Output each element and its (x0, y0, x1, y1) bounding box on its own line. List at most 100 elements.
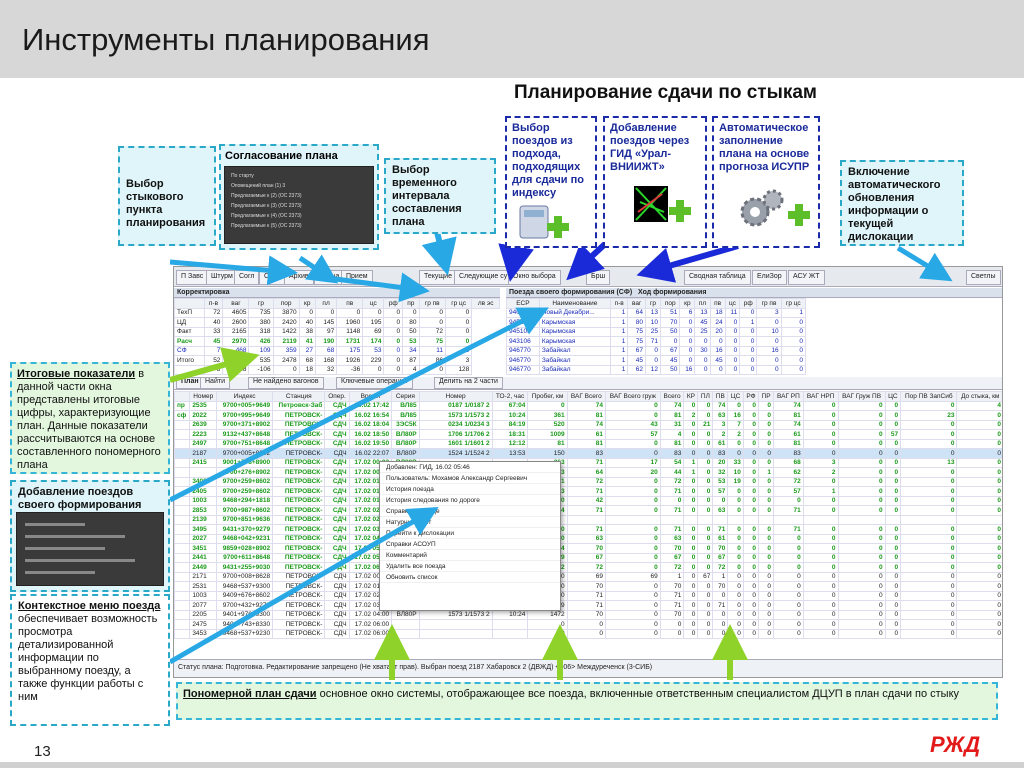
app-window: П Завс Штурм Согл Сдача Архив Сдача Прие… (173, 266, 1003, 678)
bottom-bar (0, 762, 1024, 768)
arrow-gid (566, 241, 608, 281)
table-cell: 0 (837, 628, 886, 639)
toolbar-svetly[interactable]: Светлы (966, 270, 1001, 285)
gid-chart-icon (634, 186, 691, 222)
callout-dislocation: Включение автоматического обновления инф… (840, 160, 964, 246)
table-cell: 0 (709, 364, 726, 375)
approval-line: Предлагаемые к (5) (ОС 2373) (231, 223, 302, 229)
context-menu-item[interactable]: Комментарий (380, 550, 560, 561)
toolbar-elizor[interactable]: ЕлиЗор (752, 270, 787, 285)
context-menu-item: Добавлен: ГИД, 16.02 05:46 (380, 462, 560, 473)
approval-line: По старту (231, 173, 254, 179)
table-cell: 1 (609, 364, 629, 375)
approval-line: Оповещений план (1) 3 (231, 183, 286, 189)
arrow-interval (421, 231, 457, 276)
calculator-icon (519, 205, 569, 239)
gears-icon (740, 189, 810, 227)
callout-gid-text: Добавление поездов через ГИД «Урал-ВНИИЖ… (610, 122, 690, 173)
table-cell (174, 628, 191, 639)
slide-subtitle: Планирование сдачи по стыкам (514, 82, 817, 103)
approval-line: Предлагаемые к (2) (ОС 2373) (231, 193, 302, 199)
tab-not-found[interactable]: Не найдено вагонов (248, 377, 324, 389)
callout-approval: Согласование плана (225, 150, 338, 162)
table-cell: 0 (683, 628, 699, 639)
callout-interval: Выбор временного интервала составления п… (384, 158, 496, 234)
arrow-ctx (168, 507, 439, 665)
callout-ctx-body: обеспечивает возможность просмотра детал… (18, 613, 158, 703)
callout-auto: Автоматическое заполнение плана на основ… (712, 116, 820, 248)
tab-split[interactable]: Делить на 2 части (434, 377, 503, 389)
page-number: 13 (34, 743, 51, 760)
table-cell: 4 (402, 364, 420, 375)
status-bar: Статус плана: Подготовка. Редактирование… (174, 659, 1002, 677)
table-cell: 0 (362, 364, 385, 375)
callout-index-text: Выбор поездов из подхода, подходящих для… (512, 122, 584, 199)
approval-line: Предлагаемые к (4) (ОС 2373) (231, 213, 302, 219)
context-menu-item[interactable]: Справки АСОУП (380, 539, 560, 550)
arrow-interval-2 (327, 272, 430, 303)
context-menu-item: Пользователь: Мохамов Александр Сергееви… (380, 473, 560, 484)
context-menu-item[interactable]: Обновить список (380, 572, 560, 583)
arrow-auto (636, 243, 739, 283)
arrow-own (168, 307, 549, 503)
arrow-approval (298, 254, 339, 284)
callout-own: Добавление поездов своего формирования (10, 480, 170, 592)
callout-totals: Итоговые показатели в данной части окна … (10, 362, 170, 474)
context-menu-item[interactable]: История следования по дороге (380, 495, 560, 506)
table-cell: 0 (694, 364, 711, 375)
correction-panel-title: Корректировка (174, 288, 500, 298)
table-cell (418, 628, 493, 639)
callout-totals-body: в данной части окна представлены итоговы… (17, 368, 161, 471)
approval-line: Предлагаемые к (3) (ОС 2373) (231, 203, 302, 209)
context-menu-item[interactable]: Удалить все поезда (380, 561, 560, 572)
callout-own-text: Добавление поездов своего формирования (18, 486, 142, 511)
own-trains-title: Поезда своего формирования (СФ) (509, 289, 633, 296)
rzd-logo: РЖД (930, 732, 981, 757)
callout-station: Выбор стыкового пункта планирования (118, 146, 216, 246)
toolbar-asu[interactable]: АСУ ЖТ (788, 270, 825, 285)
own-trains-panel-title: Поезда своего формирования (СФ) Ход форм… (506, 288, 1002, 298)
table-cell: 18 (298, 364, 316, 375)
callout-totals-head: Итоговые показатели (17, 368, 136, 380)
table-cell: 0 (758, 628, 775, 639)
table-cell: 0 (956, 628, 1002, 639)
table-cell: 0 (900, 628, 958, 639)
table-cell: 50 (660, 364, 681, 375)
context-menu-item[interactable]: История поезда (380, 484, 560, 495)
toolbar-summary-table[interactable]: Сводная таблица (684, 270, 751, 285)
arrow-dislocation (896, 245, 953, 282)
column-header[interactable]: лв эс (471, 298, 500, 309)
table-cell: 0 (780, 364, 807, 375)
tab-sogl[interactable]: Согл (234, 270, 260, 285)
table-cell: 32 (314, 364, 338, 375)
arrow-station (169, 255, 298, 286)
callout-plan: Пономерной план сдачи основное окно сист… (176, 682, 998, 720)
table-cell: 128 (444, 364, 473, 375)
table-cell: 0 (604, 628, 661, 639)
callout-index: Выбор поездов из подхода, подходящих для… (505, 116, 597, 248)
slide-header-bar (0, 0, 1024, 78)
callout-plan-head: Пономерной план сдачи (183, 688, 317, 700)
callout-auto-text: Автоматическое заполнение плана на основ… (719, 122, 810, 173)
callout-ctx-head: Контекстное меню поезда (18, 600, 161, 612)
own-trains-tab[interactable]: Ход формирования (638, 289, 707, 296)
callout-gid: Добавление поездов через ГИД «Урал-ВНИИЖ… (603, 116, 707, 248)
slide-title: Инструменты планирования (22, 22, 430, 57)
callout-ctx: Контекстное меню поезда обеспечивает воз… (10, 594, 170, 726)
own-dialog (16, 512, 164, 586)
